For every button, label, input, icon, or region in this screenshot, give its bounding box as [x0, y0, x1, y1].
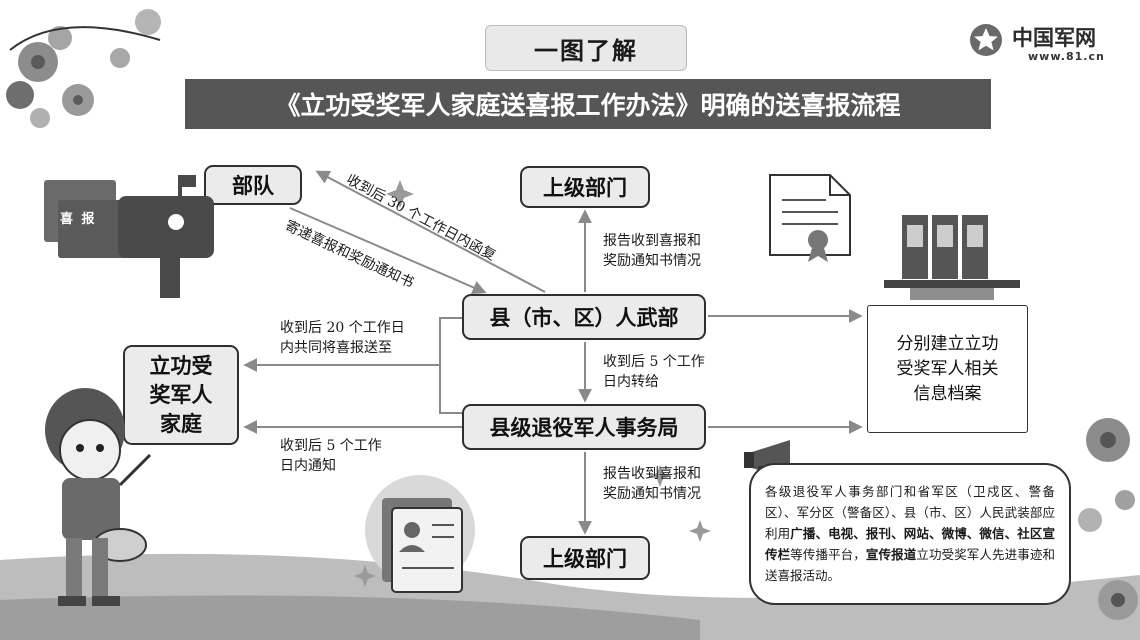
flower-decoration-bottom-right [1078, 418, 1138, 620]
label-deliver-20-days: 收到后 20 个工作日 内共同将喜报送至 [280, 320, 405, 356]
notice-box: 各级退役军人事务部门和省军区（卫戍区、警备区）、军分区（警备区）、县（市、区）人… [749, 463, 1071, 605]
mailbox-card-text: 喜 报 [60, 212, 97, 227]
drummer-character-icon [45, 388, 152, 606]
label-report-bottom: 报告收到喜报和 奖励通知书情况 [603, 466, 701, 502]
notice-bold-1: 广播、电视、报刊、网站、微博、微信、社区宣传栏 [765, 526, 1055, 562]
node-superior-top: 上级部门 [520, 166, 650, 208]
node-superior-bottom: 上级部门 [520, 536, 650, 580]
floor-wave-dark [0, 595, 700, 640]
node-archive: 分别建立立功 受奖军人相关 信息档案 [867, 305, 1028, 433]
node-county-veterans-bureau: 县级退役军人事务局 [462, 404, 706, 450]
notice-text-3: 立功受奖军人先进事迹和送喜报活动。 [765, 547, 1055, 583]
brand-url: www.81.cn [1028, 50, 1105, 63]
node-army: 部队 [204, 165, 302, 205]
node-military-family: 立功受 奖军人 家庭 [123, 345, 239, 445]
arrow-reply-to-army [315, 170, 546, 293]
page-title: 《立功受奖军人家庭送喜报工作办法》明确的送喜报流程 [185, 79, 991, 129]
label-transfer-5-days: 收到后 5 个工作 日内转给 [603, 354, 705, 390]
label-report-top: 报告收到喜报和 奖励通知书情况 [603, 233, 701, 269]
sparkle-decoration [354, 180, 711, 587]
header-tag: 一图了解 [485, 25, 687, 71]
mailbox-icon [44, 175, 214, 298]
label-notify-5-days: 收到后 5 个工作 日内通知 [280, 438, 382, 474]
node-county-armed-dept: 县（市、区）人武部 [462, 294, 706, 340]
notice-text-2: 等传播平台， [790, 547, 866, 562]
binders-icon [884, 215, 1020, 300]
notice-text-1: 各级退役军人事务部门和省军区（卫戍区、警备区）、军分区（警备区）、县（市、区）人… [765, 484, 1055, 541]
flower-decoration-top-left [6, 9, 161, 128]
arrow-mail-to-county [289, 207, 487, 294]
profile-document-icon [365, 475, 475, 593]
notice-bold-2: 宣传报道 [865, 547, 917, 562]
brand-name: 中国军网 [1012, 26, 1096, 50]
certificate-icon [769, 174, 851, 262]
